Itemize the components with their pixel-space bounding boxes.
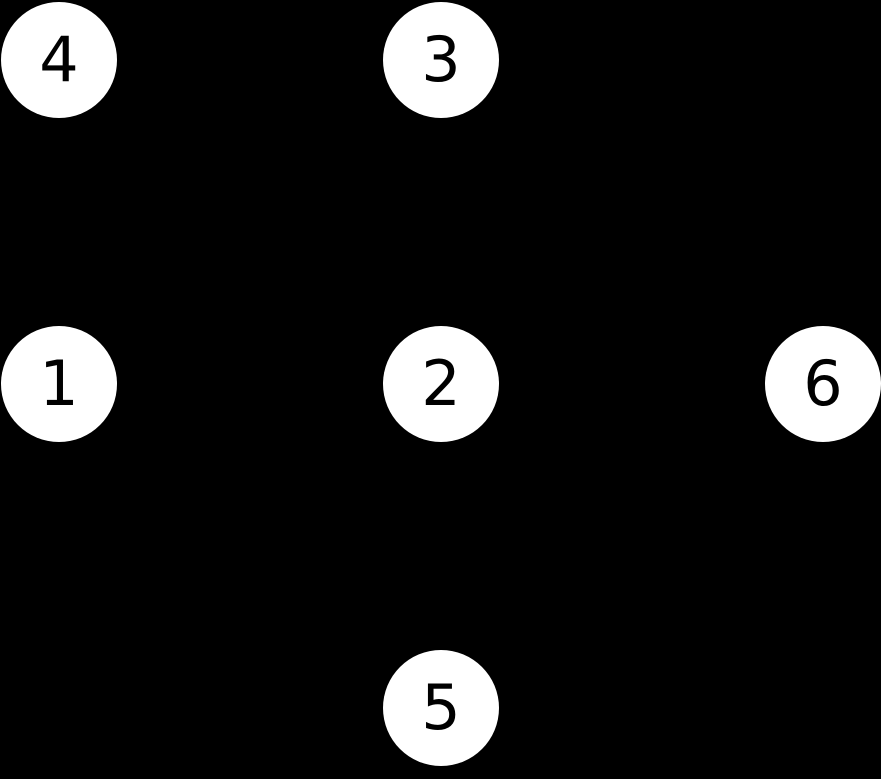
node-label: 6	[803, 347, 843, 420]
graph-node-2: 2	[383, 326, 499, 442]
node-label: 1	[39, 347, 79, 420]
graph-node-3: 3	[383, 2, 499, 118]
node-label: 3	[421, 23, 461, 96]
graph-node-4: 4	[1, 2, 117, 118]
node-label: 5	[421, 671, 461, 744]
graph-node-6: 6	[765, 326, 881, 442]
node-label: 4	[39, 23, 79, 96]
graph-node-5: 5	[383, 650, 499, 766]
graph-node-1: 1	[1, 326, 117, 442]
node-label: 2	[421, 347, 461, 420]
